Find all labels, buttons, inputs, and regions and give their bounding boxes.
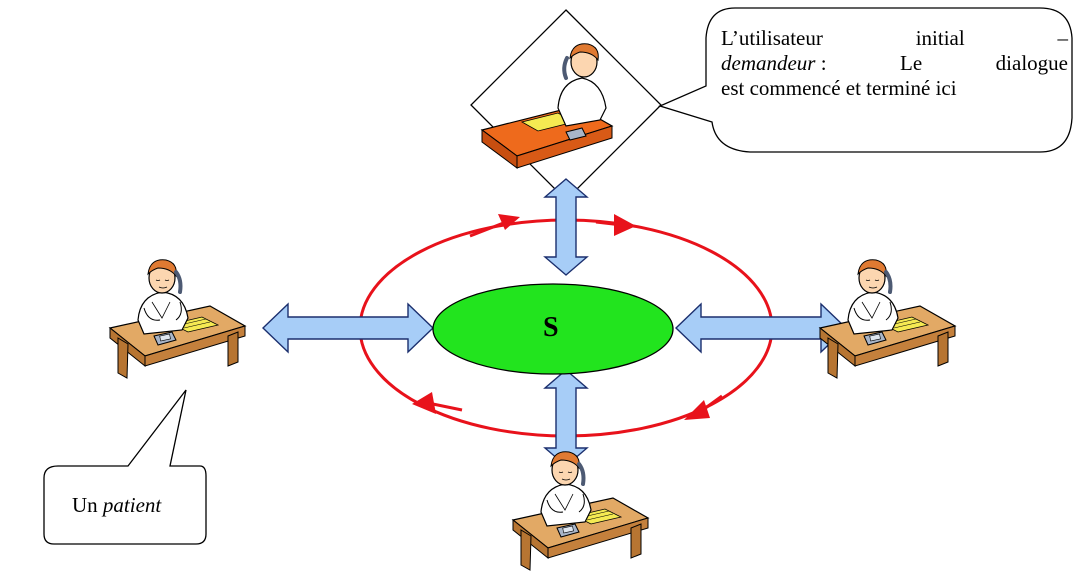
double-arrow-top bbox=[544, 178, 588, 276]
callout-bottom-text: Un patient bbox=[72, 493, 161, 518]
callout-bottom-bubble bbox=[43, 389, 207, 545]
patient-left-icon bbox=[108, 257, 247, 380]
callout-bottom-prefix: Un bbox=[72, 493, 103, 517]
callout-top-line-3: est commencé et terminé ici bbox=[721, 76, 957, 100]
callout-top-word: – bbox=[1057, 26, 1069, 50]
double-arrow-left bbox=[262, 303, 434, 353]
server-label: S bbox=[543, 312, 559, 343]
patient-bottom-icon bbox=[511, 449, 650, 572]
callout-top-line-1: L’utilisateur initial – bbox=[721, 26, 1068, 51]
callout-top-word: demandeur : bbox=[721, 51, 827, 76]
patient-right-icon bbox=[818, 257, 957, 380]
callout-top-word: : bbox=[820, 51, 827, 75]
callout-top-line-2: demandeur : Le dialogue bbox=[721, 51, 1068, 76]
ring-flow-arrow-icon bbox=[412, 214, 723, 420]
callout-top-word: Le bbox=[900, 51, 923, 75]
callout-bottom-italic: patient bbox=[102, 493, 162, 517]
callout-top-bubble bbox=[658, 7, 1073, 153]
initial-user-icon bbox=[480, 43, 614, 169]
callout-top-word: L’utilisateur bbox=[721, 26, 823, 50]
server-node bbox=[432, 283, 674, 375]
callout-top-word: dialogue bbox=[995, 51, 1068, 75]
callout-top-word: initial bbox=[915, 26, 965, 50]
callout-top-text: L’utilisateur initial – demandeur : Le d… bbox=[721, 26, 1068, 101]
callout-top-italic-role: demandeur bbox=[721, 51, 816, 75]
